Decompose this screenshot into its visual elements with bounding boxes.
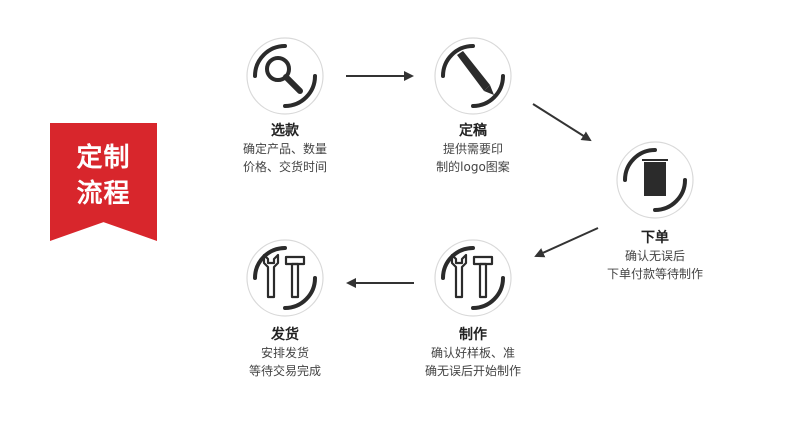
- step-select-title: 选款: [271, 123, 299, 139]
- step-select: 选款 确定产品、数量 价格、交货时间: [190, 122, 380, 176]
- step-select-line2: 价格、交货时间: [242, 160, 327, 174]
- step-produce-line2: 确无误后开始制作: [424, 364, 521, 378]
- step-order-line2: 下单付款等待制作: [606, 267, 703, 281]
- step-ship-title: 发货: [271, 327, 299, 343]
- step-ship-line1: 安排发货: [260, 346, 309, 360]
- arrow-finalize-to-order: [532, 103, 592, 142]
- step-finalize-circle: [434, 37, 512, 115]
- step-finalize: 定稿 提供需要印 制的logo图案: [378, 122, 568, 176]
- step-ship-circle: [246, 239, 324, 317]
- banner-line-1: 定制: [76, 143, 131, 173]
- step-ship: 发货 安排发货 等待交易完成: [190, 326, 380, 380]
- step-ship-line2: 等待交易完成: [248, 364, 321, 378]
- step-produce: 制作 确认好样板、准 确无误后开始制作: [378, 326, 568, 380]
- step-order: 下单 确认无误后 下单付款等待制作: [560, 229, 750, 283]
- magnifier-icon: [265, 56, 303, 94]
- step-produce-title: 制作: [459, 327, 487, 343]
- step-finalize-line2: 制的logo图案: [436, 160, 510, 174]
- tools-icon: [450, 253, 494, 299]
- step-produce-line1: 确认好样板、准: [430, 346, 515, 360]
- process-banner: 定制 流程: [50, 123, 157, 241]
- step-produce-circle: [434, 239, 512, 317]
- step-select-line1: 确定产品、数量: [242, 142, 327, 156]
- step-finalize-line1: 提供需要印: [442, 142, 503, 156]
- step-finalize-title: 定稿: [459, 123, 487, 139]
- step-select-circle: [246, 37, 324, 115]
- step-order-title: 下单: [641, 230, 669, 246]
- banner-line-2: 流程: [76, 179, 131, 209]
- step-order-circle: [616, 141, 694, 219]
- flag-icon: [642, 159, 668, 196]
- step-order-line1: 确认无误后: [624, 249, 685, 263]
- arrow-order-to-produce: [534, 227, 599, 258]
- tools-icon: [262, 253, 306, 299]
- marker-pen-icon: [457, 51, 494, 95]
